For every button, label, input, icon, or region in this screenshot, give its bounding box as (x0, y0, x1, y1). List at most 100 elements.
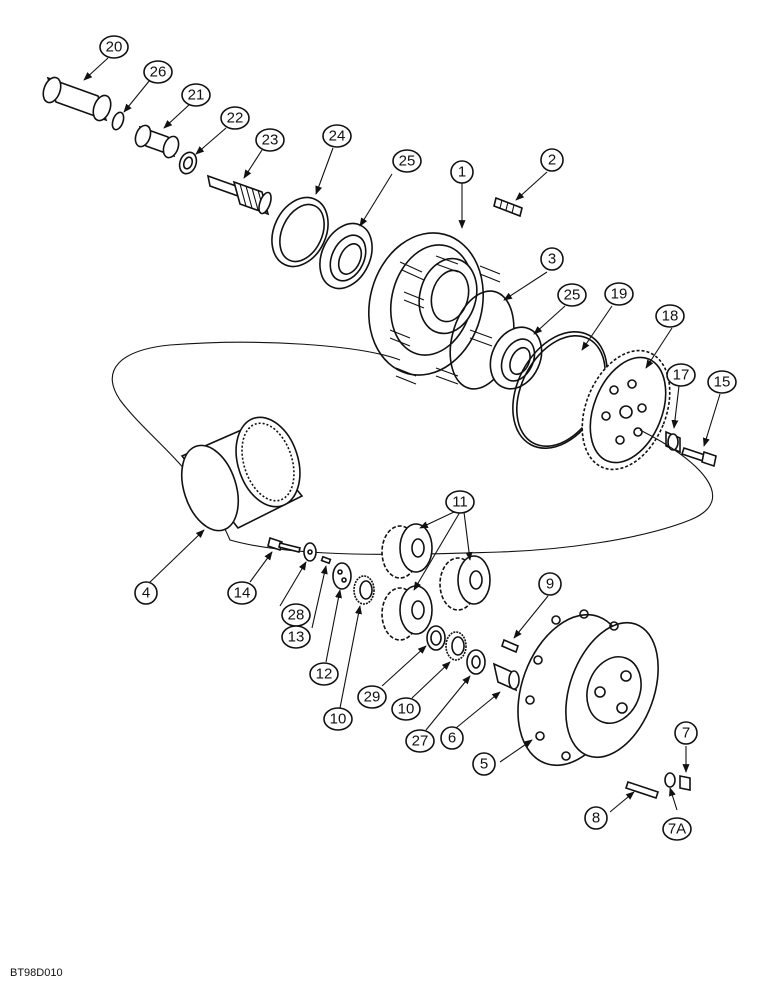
callout-17: 17 (666, 363, 696, 387)
planet-gear-upper (381, 523, 433, 579)
part-12-thrust-washer (332, 562, 352, 590)
callout-number: 4 (142, 585, 150, 602)
callout-20: 20 (99, 35, 129, 59)
callout-bubble (357, 685, 387, 709)
callout-number: 24 (329, 128, 346, 145)
callout-15: 15 (707, 370, 737, 394)
callout-3: 3 (540, 247, 564, 271)
callout-bubble (707, 370, 737, 394)
part-1-wheel-hub (367, 232, 501, 385)
part-26-snap-ring (111, 111, 125, 131)
callout-number: 21 (188, 87, 205, 104)
callout-number: 25 (399, 153, 416, 170)
callout-number: 13 (288, 629, 305, 646)
part-8-drain-plug (624, 780, 660, 800)
callout-bubble (584, 806, 608, 830)
part-13-pin (320, 555, 332, 565)
callout-bubble (674, 721, 698, 745)
callout-bubble (99, 35, 129, 59)
part-11-planet-gears (381, 523, 491, 641)
callout-26: 26 (143, 60, 173, 84)
assembly-path-line (111, 341, 713, 555)
callout-bubble (662, 817, 692, 841)
callout-23: 23 (255, 128, 285, 152)
callout-bubble (391, 697, 421, 721)
callout-bubble (450, 160, 474, 184)
callout-number: 5 (480, 756, 488, 773)
part-14-bolt (267, 536, 301, 553)
callout-18: 18 (655, 304, 685, 328)
callout-14: 14 (227, 581, 257, 605)
callout-bubble (255, 128, 285, 152)
callout-13: 13 (281, 625, 311, 649)
callout-bubble (405, 729, 435, 753)
callout-28: 28 (281, 603, 311, 627)
callout-6: 6 (440, 726, 464, 750)
callout-11: 11 (445, 490, 475, 514)
callout-number: 3 (548, 251, 556, 268)
part-7-plug (679, 775, 691, 791)
part-10-needle-bearing-left (353, 575, 375, 605)
callout-bubble (472, 752, 496, 776)
callout-number: 9 (546, 576, 554, 593)
callout-bubble (322, 124, 352, 148)
callout-number: 10 (398, 701, 415, 718)
callout-25: 25 (392, 149, 422, 173)
callout-bubble (540, 148, 564, 172)
callout-number: 26 (150, 64, 167, 81)
callout-bubble (323, 707, 353, 731)
callout-12: 12 (309, 662, 339, 686)
callout-bubble (181, 83, 211, 107)
callout-number: 20 (106, 39, 123, 56)
part-18-gear-plate (581, 349, 671, 471)
planet-gear-lower (381, 585, 433, 641)
callout-29: 29 (357, 685, 387, 709)
callout-number: 11 (452, 494, 468, 511)
callout-bubble (392, 149, 422, 173)
part-5-planet-carrier (517, 609, 659, 767)
callout-bubble (540, 247, 564, 271)
callout-bubble (538, 572, 562, 596)
callout-number: 7A (668, 821, 686, 838)
callout-number: 1 (458, 164, 466, 181)
callout-9: 9 (538, 572, 562, 596)
callout-number: 22 (227, 110, 244, 127)
part-7a-o-ring (664, 772, 676, 788)
callout-bubble (666, 363, 696, 387)
leader-arrows (83, 57, 721, 813)
callout-number: 18 (662, 308, 679, 325)
part-15-bolt (680, 446, 717, 468)
part-10-needle-bearing-right (445, 631, 467, 661)
part-25-bearing-lower (489, 326, 543, 390)
part-21-bushing (134, 124, 180, 159)
callout-bubble (604, 282, 634, 306)
figure-reference-code: BT98D010 (10, 967, 63, 979)
part-6-pin (492, 662, 520, 692)
callout-number: 27 (412, 733, 429, 750)
part-23-splined-shaft (206, 174, 272, 216)
callout-number: 8 (592, 810, 600, 827)
callout-10: 10 (323, 707, 353, 731)
part-27-washer (466, 649, 486, 675)
callout-25: 25 (557, 283, 587, 307)
callout-number: 7 (682, 725, 690, 742)
callout-number: 29 (364, 689, 381, 706)
callout-7: 7 (674, 721, 698, 745)
callout-number: 2 (548, 152, 556, 169)
part-24-seal-ring (271, 196, 329, 268)
callout-bubble (227, 581, 257, 605)
callout-7a: 7A (662, 817, 692, 841)
callout-10: 10 (391, 697, 421, 721)
callout-27: 27 (405, 729, 435, 753)
part-29-washer (426, 625, 446, 651)
callout-number: 14 (234, 585, 251, 602)
callout-24: 24 (322, 124, 352, 148)
callout-number: 6 (448, 730, 456, 747)
callout-number: 15 (714, 374, 731, 391)
callout-bubble (445, 490, 475, 514)
callout-5: 5 (472, 752, 496, 776)
callout-number: 25 (564, 287, 581, 304)
planet-gear-right (439, 555, 491, 611)
callout-number: 10 (330, 711, 347, 728)
